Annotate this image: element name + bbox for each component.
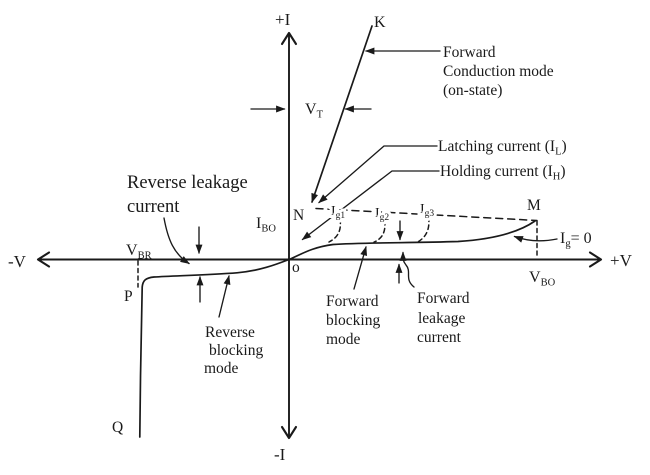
origin-label: o [292, 259, 300, 276]
latching-current-annotation: Latching current (IL) [438, 138, 567, 158]
holding-current-arrow [301, 170, 440, 241]
point-n-label: N [293, 207, 304, 224]
forward-blocking-arrow [353, 245, 368, 290]
point-m-label: M [527, 197, 541, 214]
forward-leakage-annotation: Forward leakage current [417, 290, 470, 346]
ibo-symbol: IBO [256, 215, 276, 235]
reverse-blocking-arrow [218, 274, 231, 318]
forward-leakage-curved-arrow [399, 251, 415, 288]
annotation-line: Forward [443, 44, 496, 61]
vbr-symbol: VBR [126, 242, 152, 262]
pos-voltage-axis-label: +V [610, 251, 633, 270]
gate-current-curve-ig1 [328, 218, 342, 243]
point-p-label: P [124, 288, 133, 305]
vt-symbol: VT [305, 101, 324, 121]
forward-blocking-curve [288, 220, 536, 261]
annotation-line: Conduction mode [443, 63, 554, 80]
labels: +I -I +V -V o K N M P Q VT IBO VBR VBO I… [8, 10, 633, 464]
reverse-blocking-annotation: Reverse blocking mode [204, 324, 263, 377]
ig0-arrow [513, 235, 558, 243]
annotation-line: (on-state) [443, 82, 502, 99]
ig2-symbol: Ig2 [375, 206, 389, 223]
ig1-symbol: Ig1 [331, 204, 345, 221]
vbo-symbol: VBO [529, 269, 556, 289]
reverse-leakage-annotation: Reverse leakage current [127, 173, 248, 217]
callout-arrows [163, 47, 558, 318]
annotation-line: leakage [418, 310, 465, 327]
annotation-line: Reverse [205, 324, 255, 341]
breakover-locus-line [315, 207, 538, 222]
annotation-line: Reverse leakage [127, 173, 248, 193]
annotation-line: Forward [326, 293, 379, 310]
axis-arrowhead-up [280, 31, 298, 46]
forward-blocking-annotation: Forward blocking mode [326, 293, 380, 348]
gate-current-curve-ig3 [417, 216, 430, 243]
holding-current-annotation: Holding current (IH) [440, 163, 566, 183]
device-curves [138, 25, 536, 438]
forward-conduction-annotation: Forward Conduction mode (on-state) [443, 44, 554, 99]
annotation-line: blocking [209, 342, 263, 359]
neg-voltage-axis-label: -V [8, 252, 27, 271]
annotation-line: current [127, 197, 180, 217]
axis-arrowhead-down [280, 425, 298, 440]
axes [36, 31, 603, 440]
reverse-blocking-curve [138, 258, 290, 438]
axis-arrowhead-left [36, 251, 51, 268]
annotation-line: current [417, 329, 462, 346]
annotation-line: mode [326, 331, 361, 348]
gate-current-curve-ig2 [373, 219, 386, 243]
point-k-label: K [374, 14, 386, 31]
neg-current-axis-label: -I [274, 445, 286, 464]
dashed-lines [137, 207, 538, 288]
axis-arrowhead-right [588, 251, 603, 268]
ig0-symbol: Ig= 0 [560, 230, 592, 250]
annotation-line: mode [204, 360, 239, 377]
point-q-label: Q [112, 419, 123, 436]
annotation-line: Forward [417, 290, 470, 307]
on-state-line [311, 25, 373, 203]
ig3-symbol: Ig3 [420, 202, 434, 219]
pos-current-axis-label: +I [275, 10, 291, 29]
reverse-leakage-curved-arrow [163, 217, 190, 265]
latching-current-arrow [318, 145, 438, 204]
annotation-line: blocking [326, 312, 380, 329]
